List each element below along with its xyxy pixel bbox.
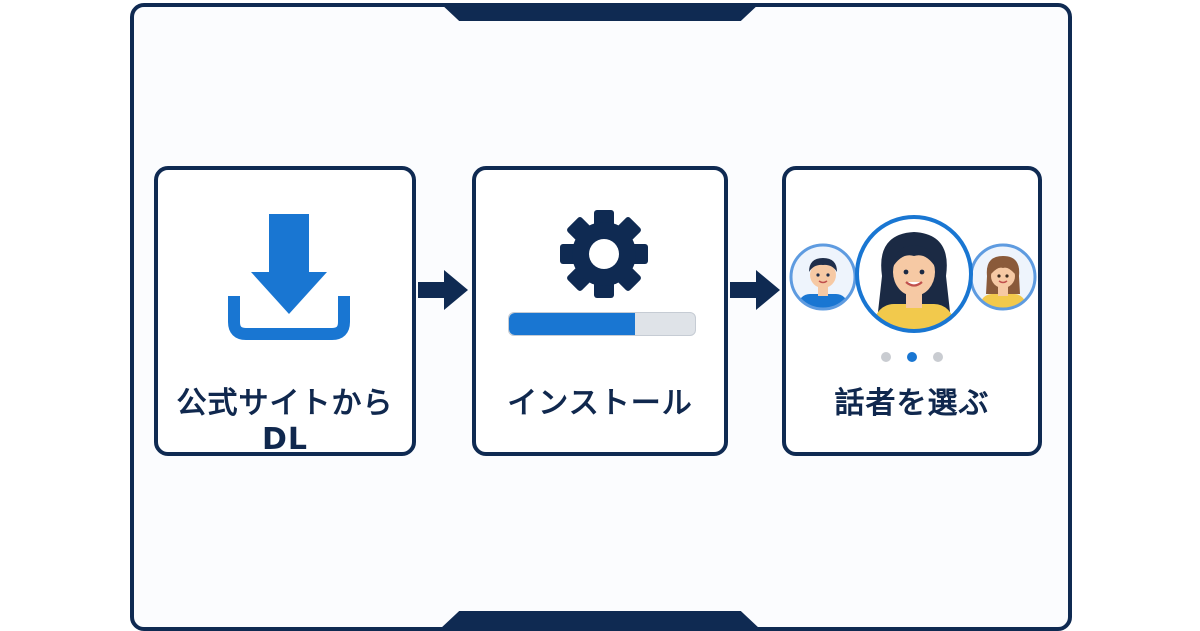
male-avatar-icon	[789, 243, 857, 311]
install-progress-bar	[508, 312, 696, 336]
arrow-right-icon	[730, 270, 780, 310]
selected-speaker-avatar-icon	[855, 215, 973, 333]
frame-top-tab	[440, 3, 760, 21]
carousel-dots	[786, 352, 1038, 362]
carousel-dot[interactable]	[907, 352, 917, 362]
progress-fill	[509, 313, 636, 335]
step-card-speaker: 話者を選ぶ	[782, 166, 1042, 456]
step-card-download: 公式サイトからDL	[154, 166, 416, 457]
step-label: 話者を選ぶ	[834, 386, 990, 421]
step-label: インストール	[507, 386, 693, 421]
step-card-install: インストール	[472, 166, 728, 456]
carousel-dot[interactable]	[933, 352, 943, 362]
carousel-dot[interactable]	[881, 352, 891, 362]
step-label: 公式サイトからDL	[176, 386, 394, 457]
arrow-right-icon	[418, 270, 468, 310]
gear-icon	[560, 210, 648, 298]
download-icon	[228, 214, 350, 340]
female-avatar-icon	[969, 243, 1037, 311]
frame-bottom-tab	[440, 611, 760, 629]
